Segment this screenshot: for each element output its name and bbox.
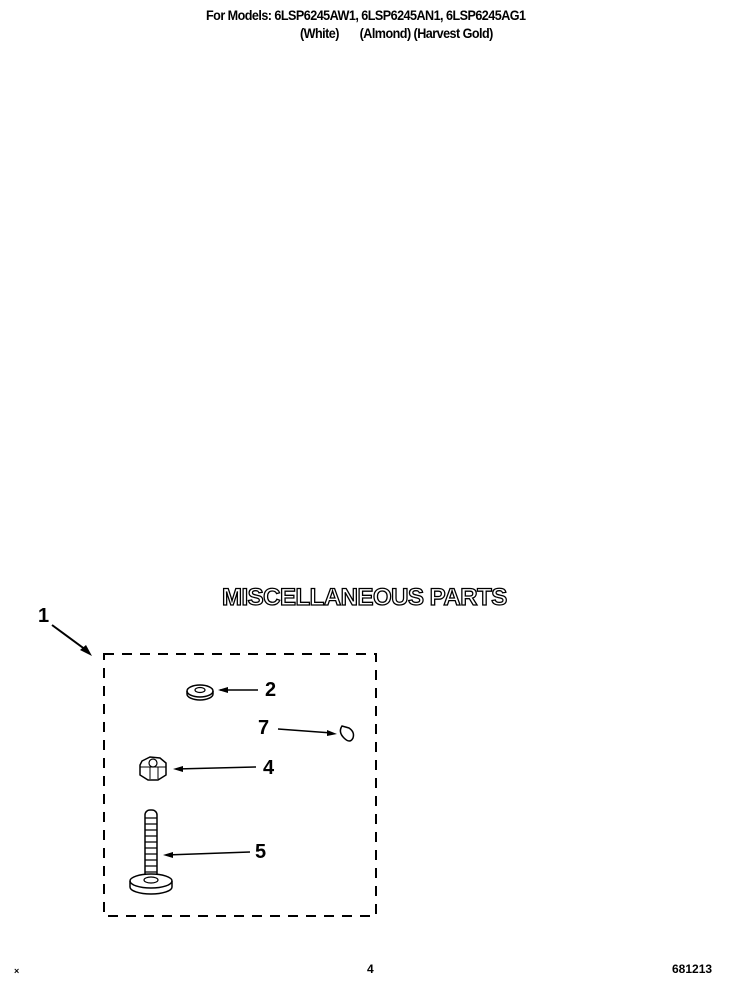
clip-icon	[339, 725, 355, 742]
hex-nut-icon	[139, 756, 167, 781]
footer-mark: ×	[14, 966, 20, 976]
callout-4: 4	[263, 757, 275, 779]
kit-dashed-box	[103, 653, 377, 917]
doc-code: 681213	[672, 962, 713, 976]
page-number: 4	[367, 962, 374, 976]
callout-5: 5	[255, 841, 267, 863]
colors-line: (White) (Almond) (Harvest Gold)	[300, 25, 493, 41]
callout-2: 2	[265, 679, 277, 701]
screw-icon	[129, 809, 173, 895]
washer-icon	[186, 684, 214, 701]
callout-1: 1	[38, 605, 50, 627]
section-title: MISCELLANEOUS PARTS	[221, 583, 508, 611]
callout-7: 7	[258, 717, 270, 739]
models-line: For Models: 6LSP6245AW1, 6LSP6245AN1, 6L…	[206, 7, 526, 23]
